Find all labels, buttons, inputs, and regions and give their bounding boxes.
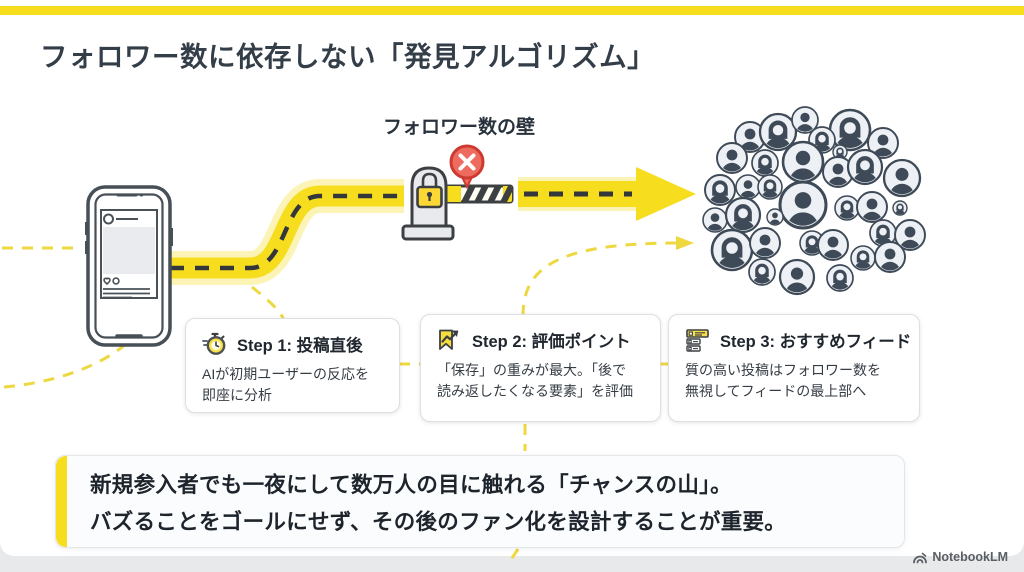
notebooklm-brand-label: NotebookLM — [932, 550, 1008, 564]
notebooklm-logo-icon — [913, 552, 928, 563]
step-3-title: Step 3: おすすめフィード — [720, 333, 912, 351]
step-2-title: Step 2: 評価ポイント — [472, 333, 631, 351]
feed-list-icon — [685, 328, 711, 352]
summary-accent-bar — [56, 456, 67, 547]
step-1-title: Step 1: 投稿直後 — [237, 337, 363, 355]
step-3-body-line-1: 質の高い投稿はフォロワー数を — [685, 362, 881, 378]
follower-wall-label: フォロワー数の壁 — [382, 117, 535, 138]
summary-line-2: バズることをゴールにせず、その後のファン化を設計することが重要。 — [90, 509, 787, 534]
summary-callout: 新規参入者でも一夜にして数万人の目に触れる「チャンスの山」。 バズることをゴール… — [55, 455, 905, 548]
step-card-2: Step 2: 評価ポイント 「保存」の重みが最大。「後で 読み返したくなる要素… — [420, 314, 661, 422]
step-3-body-line-2: 無視してフィードの最上部へ — [685, 383, 867, 399]
bookmark-trend-icon — [437, 328, 463, 352]
summary-line-1: 新規参入者でも一夜にして数万人の目に触れる「チャンスの山」。 — [90, 472, 732, 497]
notebooklm-watermark: NotebookLM — [912, 550, 1008, 564]
step-card-3: Step 3: おすすめフィード 質の高い投稿はフォロワー数を 無視してフィード… — [668, 314, 920, 422]
stopwatch-icon — [202, 332, 228, 356]
step-card-1: Step 1: 投稿直後 AIが初期ユーザーの反応を 即座に分析 — [185, 318, 400, 413]
step-1-body-line-2: 即座に分析 — [202, 387, 272, 403]
step-2-body-line-2: 読み返したくなる要素」を評価 — [437, 383, 633, 399]
step-1-body-line-1: AIが初期ユーザーの反応を — [202, 366, 369, 382]
top-accent-bar — [0, 6, 1024, 15]
page-title: フォロワー数に依存しない「発見アルゴリズム」 — [40, 41, 656, 72]
step-2-body-line-1: 「保存」の重みが最大。「後で — [437, 362, 626, 378]
